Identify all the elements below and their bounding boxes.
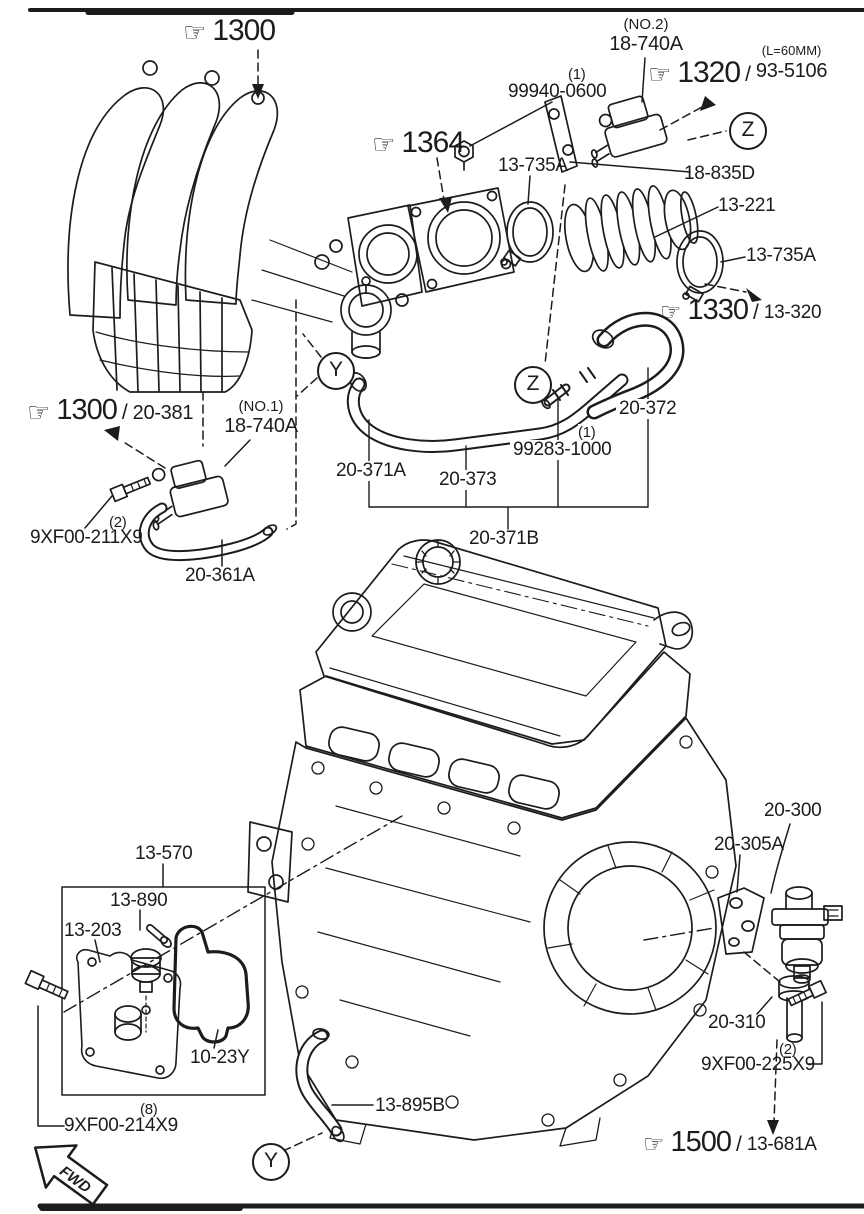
air-duct-drawing xyxy=(563,185,699,273)
label-valve-13890: 13-890 xyxy=(110,890,168,911)
nut-drawing xyxy=(454,140,474,171)
label-sep-13570: 13-570 xyxy=(135,843,193,864)
label-solenoid-no2: (NO.2) 18-740A xyxy=(586,16,706,56)
label-pipe-20373: 20-373 xyxy=(436,470,500,490)
part-qty-214x9: (8) xyxy=(140,1101,158,1118)
ref-1364[interactable]: ☞ 1364 xyxy=(372,126,465,160)
ref-separator: / xyxy=(753,301,759,324)
hose-20361a-drawing xyxy=(138,502,278,561)
label-assy-20371b: 20-371B xyxy=(469,528,539,549)
ref-1300-top[interactable]: ☞ 1300 xyxy=(183,14,276,48)
ref-number: 1300 xyxy=(212,14,276,47)
pointing-hand-icon: ☞ xyxy=(643,1130,665,1158)
top-rule xyxy=(28,8,864,15)
label-bolt-225x9: 9XF00-225X9 xyxy=(701,1054,815,1075)
marker-z-mid: Z xyxy=(514,366,552,404)
pointing-hand-icon: ☞ xyxy=(27,398,51,428)
intake-manifold-drawing xyxy=(67,60,409,393)
clamp-left-drawing xyxy=(500,201,554,267)
ref-number: 1364 xyxy=(401,126,465,159)
label-clip-99283: 99283-1000 xyxy=(510,440,615,460)
pointing-hand-icon: ☞ xyxy=(660,298,682,326)
part-qty-99940: (1) xyxy=(568,66,586,83)
label-nut-99940: 99940-0600 xyxy=(508,81,607,102)
dashed-lines xyxy=(121,49,781,1152)
pointing-hand-icon: ☞ xyxy=(372,130,396,160)
ref-code: 93-5106 xyxy=(755,60,828,82)
bottom-rule xyxy=(37,1203,864,1211)
ref-number: 1500 xyxy=(670,1126,733,1158)
pointing-hand-icon: ☞ xyxy=(648,60,672,90)
pcv-box-drawing xyxy=(61,886,266,1096)
ref-separator: / xyxy=(745,63,751,86)
part-qty: (NO.2) xyxy=(623,16,669,33)
label-clamp-right: 13-735A xyxy=(746,245,816,266)
ref-code: 13-320 xyxy=(763,302,822,323)
ref-note: (L=60MM) xyxy=(761,43,822,58)
solenoid-no1-drawing xyxy=(151,459,229,531)
ref-separator: / xyxy=(121,401,128,424)
hose-13895b-drawing xyxy=(295,1028,345,1143)
label-hose-20372: 20-372 xyxy=(616,399,680,419)
dash-dot-lines xyxy=(63,815,715,1013)
label-hose-20361a: 20-361A xyxy=(185,565,255,586)
label-solenoid-no1: (NO.1) 18-740A xyxy=(206,398,316,438)
label-cover-13203: 13-203 xyxy=(64,920,122,941)
ref-code: 20-381 xyxy=(132,402,194,424)
egr-valve-drawing xyxy=(717,886,843,984)
bolt-214x9-drawing xyxy=(24,969,69,1000)
marker-z-top: Z xyxy=(729,112,767,150)
marker-y-mid: Y xyxy=(317,352,355,390)
arrowheads xyxy=(104,84,779,1135)
throttle-body-drawing xyxy=(347,187,515,307)
label-bracket-18835d: 18-835D xyxy=(684,163,755,184)
ref-number: 1320 xyxy=(677,56,741,89)
marker-y-bottom: Y xyxy=(252,1143,290,1181)
label-duct-13221: 13-221 xyxy=(718,195,776,216)
ref-1500[interactable]: ☞ 1500 / 13-681A xyxy=(643,1128,817,1157)
solenoid-no2-drawing xyxy=(590,95,668,168)
ref-separator: / xyxy=(736,1133,742,1156)
part-qty: (NO.1) xyxy=(238,398,284,415)
bracket-drawing xyxy=(544,95,578,173)
label-pipe-20310: 20-310 xyxy=(708,1012,766,1033)
ref-number: 1330 xyxy=(687,294,750,326)
fwd-arrow: FWD xyxy=(34,1144,109,1206)
label-gasket-20305a: 20-305A xyxy=(714,834,784,855)
hose-assembly-drawing xyxy=(346,311,685,530)
part-qty-225x9: (2) xyxy=(779,1041,797,1058)
ref-code: 13-681A xyxy=(746,1134,817,1155)
label-bolt-211x9: 9XF00-211X9 xyxy=(30,527,143,548)
pointing-hand-icon: ☞ xyxy=(183,18,207,48)
label-hose-20371a: 20-371A xyxy=(333,461,409,481)
leader-lines xyxy=(37,57,823,1127)
label-egr-20300: 20-300 xyxy=(764,800,822,821)
ref-1330[interactable]: ☞ 1330 / 13-320 xyxy=(660,294,822,326)
egr-pipe-20310-drawing xyxy=(778,975,810,1043)
label-hose-13895b: 13-895B xyxy=(375,1095,445,1116)
label-clamp-left: 13-735A xyxy=(498,155,568,176)
engine-block-drawing xyxy=(247,539,737,1147)
bolt-225x9-drawing xyxy=(787,979,827,1007)
bolt-211x9-drawing xyxy=(109,476,152,503)
part-code: 18-740A xyxy=(609,33,683,56)
part-qty-211x9: (2) xyxy=(109,514,127,531)
part-code: 18-740A xyxy=(224,415,298,438)
ref-1300-mid[interactable]: ☞ 1300 / 20-381 xyxy=(27,394,194,428)
label-gasket-1023y: 10-23Y xyxy=(190,1047,250,1068)
label-bolt-214x9: 9XF00-214X9 xyxy=(64,1115,178,1136)
ref-number: 1300 xyxy=(56,394,118,426)
ref-1320[interactable]: ☞ 1320 / (L=60MM) 93-5106 xyxy=(648,44,828,90)
part-qty-99283: (1) xyxy=(578,424,596,441)
